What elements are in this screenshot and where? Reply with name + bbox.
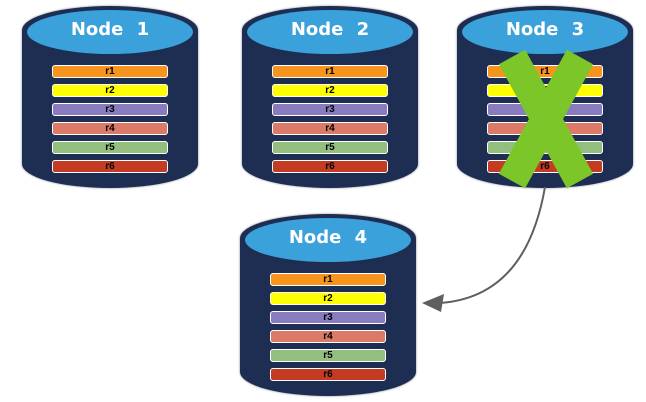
- replica-rows: r1 r2 r3 r4 r5 r6: [52, 65, 168, 173]
- replica-row: r4: [270, 330, 386, 343]
- cylinder-top-face: [27, 10, 193, 54]
- replica-row: r6: [270, 368, 386, 381]
- replica-row: r5: [52, 141, 168, 154]
- node-title: Node 1: [70, 19, 150, 40]
- failure-x-icon: [498, 49, 594, 189]
- replica-row: r6: [52, 160, 168, 173]
- replica-row: r1: [52, 65, 168, 78]
- replica-row: r1: [272, 65, 388, 78]
- replica-row: r2: [52, 84, 168, 97]
- replica-row: r2: [270, 292, 386, 305]
- cylinder-top-face: [245, 218, 411, 262]
- replica-row: r2: [272, 84, 388, 97]
- replica-row: r6: [272, 160, 388, 173]
- replica-row: r3: [52, 103, 168, 116]
- replica-row: r5: [270, 349, 386, 362]
- node-3-cylinder: Node 3 r1 r2 r3 r4 r5 r6: [457, 6, 633, 189]
- replica-rows: r1 r2 r3 r4 r5 r6: [272, 65, 388, 173]
- replica-row: r3: [270, 311, 386, 324]
- replica-row: r3: [272, 103, 388, 116]
- replica-row: r5: [272, 141, 388, 154]
- replica-row: r4: [52, 122, 168, 135]
- replica-row: r1: [270, 273, 386, 286]
- node-title: Node 4: [288, 227, 368, 248]
- replica-rows: r1 r2 r3 r4 r5 r6: [270, 273, 386, 381]
- arrowhead-icon: [422, 294, 444, 312]
- cylinder-top-face: [247, 10, 413, 54]
- node-4-cylinder: Node 4 r1 r2 r3 r4 r5 r6: [240, 214, 416, 396]
- node-1-cylinder: Node 1 r1 r2 r3 r4 r5 r6: [22, 6, 198, 188]
- cylinder-top-face: [462, 10, 628, 54]
- node-2-cylinder: Node 2 r1 r2 r3 r4 r5 r6: [242, 6, 418, 188]
- replica-row: r4: [272, 122, 388, 135]
- node-title: Node 2: [290, 19, 370, 40]
- node-title: Node 3: [505, 19, 585, 40]
